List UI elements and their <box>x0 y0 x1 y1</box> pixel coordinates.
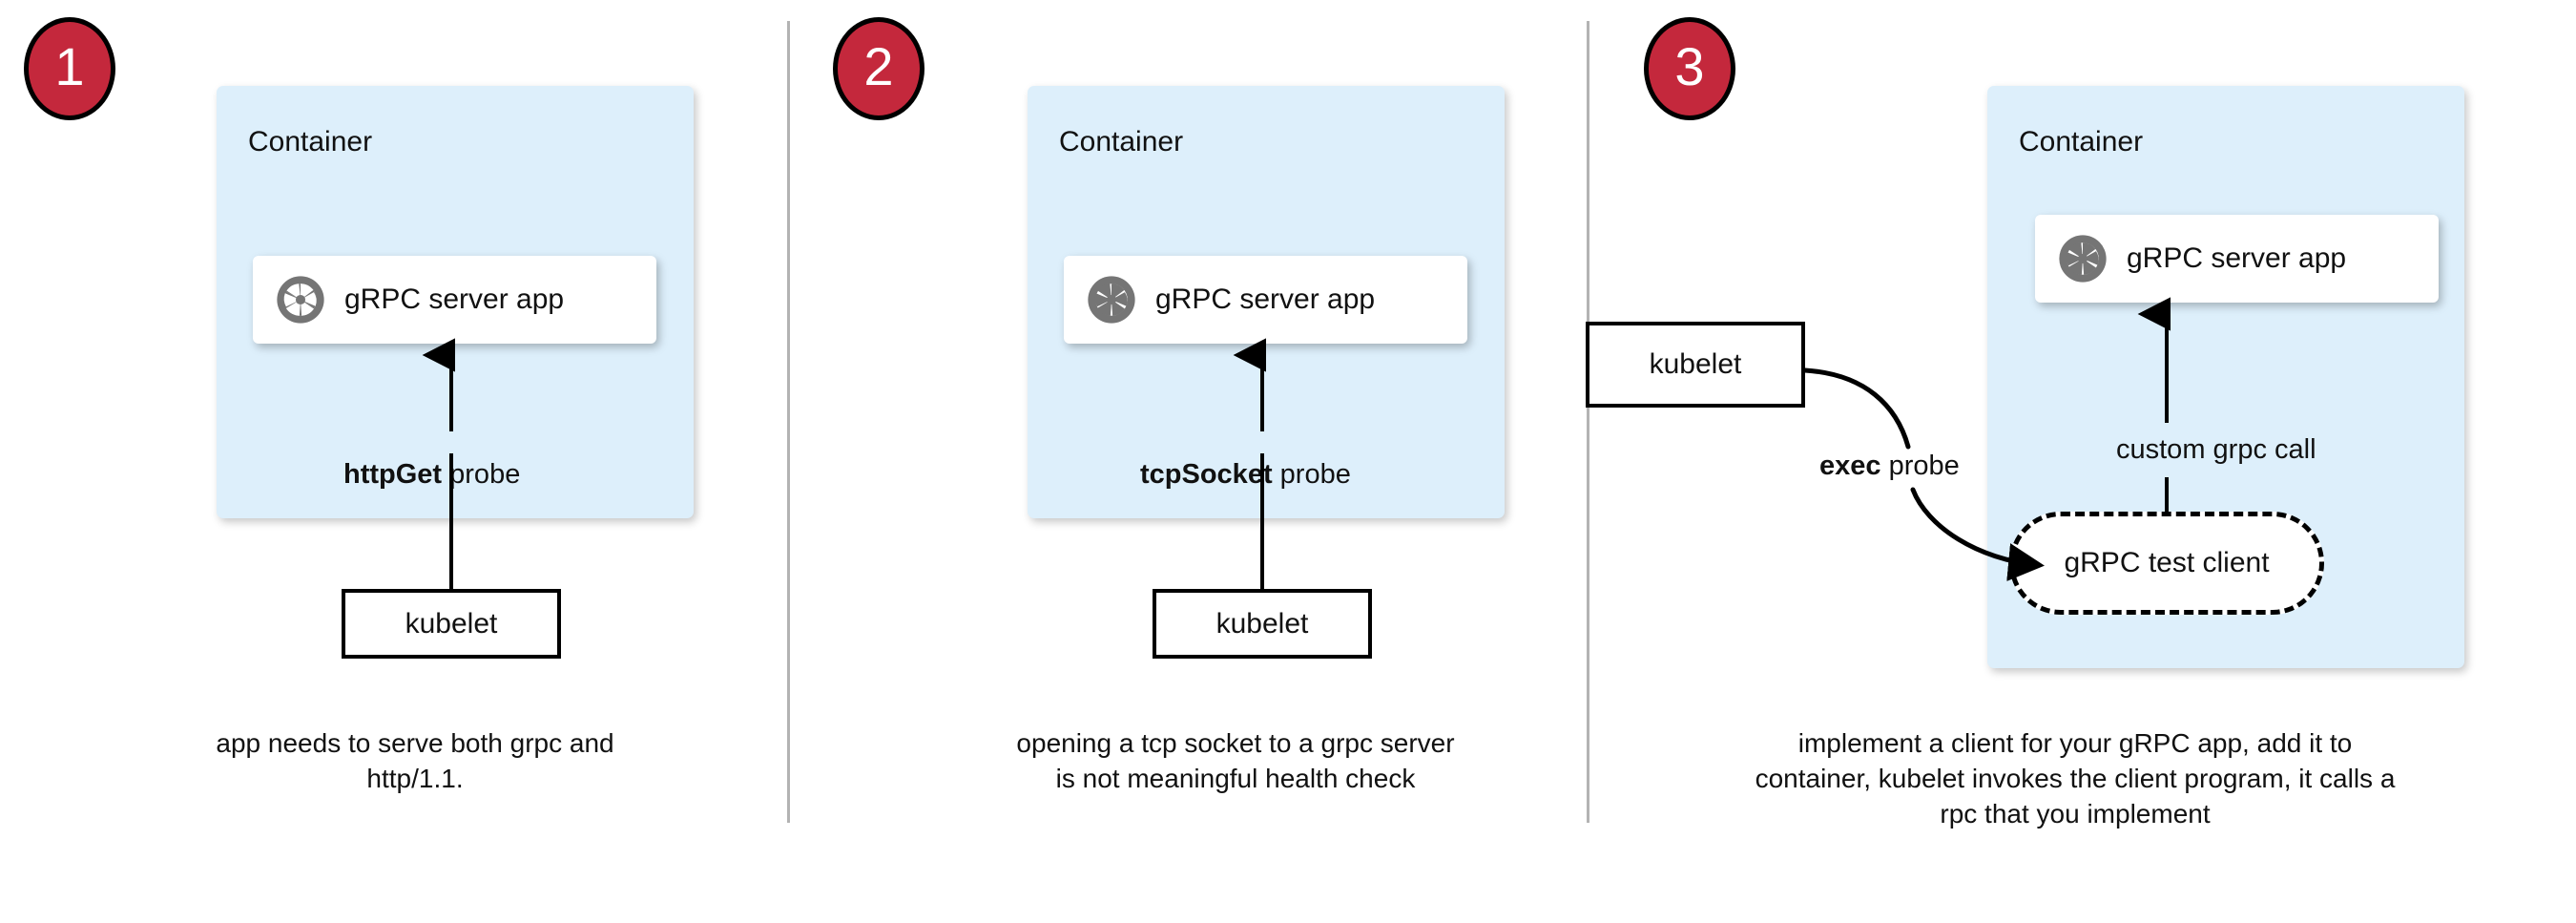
panel-divider-2 <box>1587 21 1589 823</box>
probe-label-1: httpGet probe <box>343 459 520 491</box>
caption-3: implement a client for your gRPC app, ad… <box>1755 728 2396 829</box>
probe-label-type-2: tcpSocket <box>1140 459 1273 490</box>
caption-2: opening a tcp socket to a grpc server is… <box>1016 728 1455 794</box>
kubelet-label-1: kubelet <box>405 607 498 640</box>
container-label-3: Container <box>2019 126 2144 157</box>
grpc-aperture-icon <box>2056 232 2109 285</box>
custom-grpc-call-label: custom grpc call <box>2116 434 2316 465</box>
kubelet-box-3: kubelet <box>1586 322 1805 408</box>
panel-divider-1 <box>787 21 790 823</box>
step-badge-3: 3 <box>1644 17 1735 120</box>
container-label-2: Container <box>1059 126 1184 157</box>
app-card-label-3: gRPC server app <box>2127 242 2347 274</box>
kubelet-label-2: kubelet <box>1215 607 1309 640</box>
panel-step-2: 2 Container <box>787 0 1589 923</box>
kubelet-box-2: kubelet <box>1153 589 1372 659</box>
probe-label-type-1: httpGet <box>343 459 443 490</box>
grpc-aperture-icon <box>1085 273 1138 326</box>
exec-probe-label-suffix: probe <box>1880 451 1960 481</box>
app-card-label-1: gRPC server app <box>344 283 565 315</box>
grpc-server-app-card-2: gRPC server app <box>1064 256 1467 344</box>
exec-probe-label-type: exec <box>1819 451 1881 481</box>
step-badge-number: 2 <box>863 36 894 96</box>
caption-1: app needs to serve both grpc and http/1.… <box>216 728 614 794</box>
grpc-aperture-icon <box>274 273 327 326</box>
step-badge-number: 3 <box>1674 36 1705 96</box>
kubelet-box-1: kubelet <box>342 589 561 659</box>
panel-step-3: 3 Container <box>1586 0 2576 923</box>
panel-step-1: 1 Container <box>0 0 787 923</box>
grpc-test-client-pill: gRPC test client <box>2009 512 2324 615</box>
step-badge-2: 2 <box>833 17 924 120</box>
grpc-server-app-card-3: gRPC server app <box>2035 215 2439 303</box>
grpc-server-app-card-1: gRPC server app <box>253 256 656 344</box>
probe-label-suffix-2: probe <box>1272 459 1351 490</box>
probe-label-suffix-1: probe <box>442 459 521 490</box>
kubelet-label-3: kubelet <box>1649 348 1742 380</box>
container-label-1: Container <box>248 126 373 157</box>
step-badge-1: 1 <box>24 17 115 120</box>
exec-probe-label: exec probe <box>1819 451 1960 482</box>
probe-label-2: tcpSocket probe <box>1140 459 1351 491</box>
step-badge-number: 1 <box>54 36 85 96</box>
app-card-label-2: gRPC server app <box>1155 283 1376 315</box>
grpc-test-client-label: gRPC test client <box>2064 547 2270 578</box>
